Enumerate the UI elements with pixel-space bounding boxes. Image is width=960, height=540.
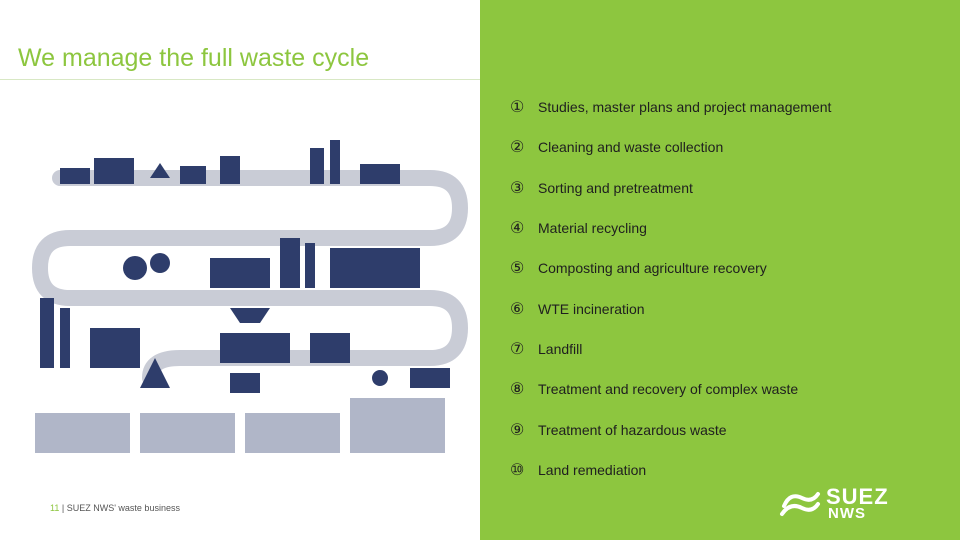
- step-number-icon: ⑧: [510, 379, 538, 399]
- step-label: Material recycling: [538, 220, 647, 236]
- title-divider: [0, 79, 480, 80]
- step-number-icon: ④: [510, 218, 538, 238]
- slide-title: We manage the full waste cycle: [18, 44, 369, 73]
- footer-text: SUEZ NWS' waste business: [67, 503, 180, 513]
- slide-footer: 11 | SUEZ NWS' waste business: [50, 503, 180, 513]
- step-number-icon: ⑨: [510, 420, 538, 440]
- step-number-icon: ⑤: [510, 258, 538, 278]
- waste-cycle-illustration: [30, 128, 470, 468]
- step-number-icon: ①: [510, 97, 538, 117]
- step-label: Treatment of hazardous waste: [538, 422, 727, 438]
- step-number-icon: ⑦: [510, 339, 538, 359]
- step-label: Cleaning and waste collection: [538, 139, 723, 155]
- step-label: Treatment and recovery of complex waste: [538, 381, 798, 397]
- step-label: Sorting and pretreatment: [538, 180, 693, 196]
- step-number-icon: ②: [510, 137, 538, 157]
- step-number-icon: ⑩: [510, 460, 538, 480]
- step-number-icon: ⑥: [510, 299, 538, 319]
- step-label: Land remediation: [538, 462, 646, 478]
- suez-nws-logo: SUEZ NWS: [778, 484, 898, 524]
- step-label: Composting and agriculture recovery: [538, 260, 767, 276]
- step-label: Studies, master plans and project manage…: [538, 99, 831, 115]
- step-label: WTE incineration: [538, 301, 645, 317]
- swirl-logo-icon: [778, 484, 822, 524]
- step-number-icon: ③: [510, 178, 538, 198]
- step-label: Landfill: [538, 341, 582, 357]
- logo-word-nws: NWS: [828, 505, 866, 522]
- page-number: 11: [50, 503, 59, 513]
